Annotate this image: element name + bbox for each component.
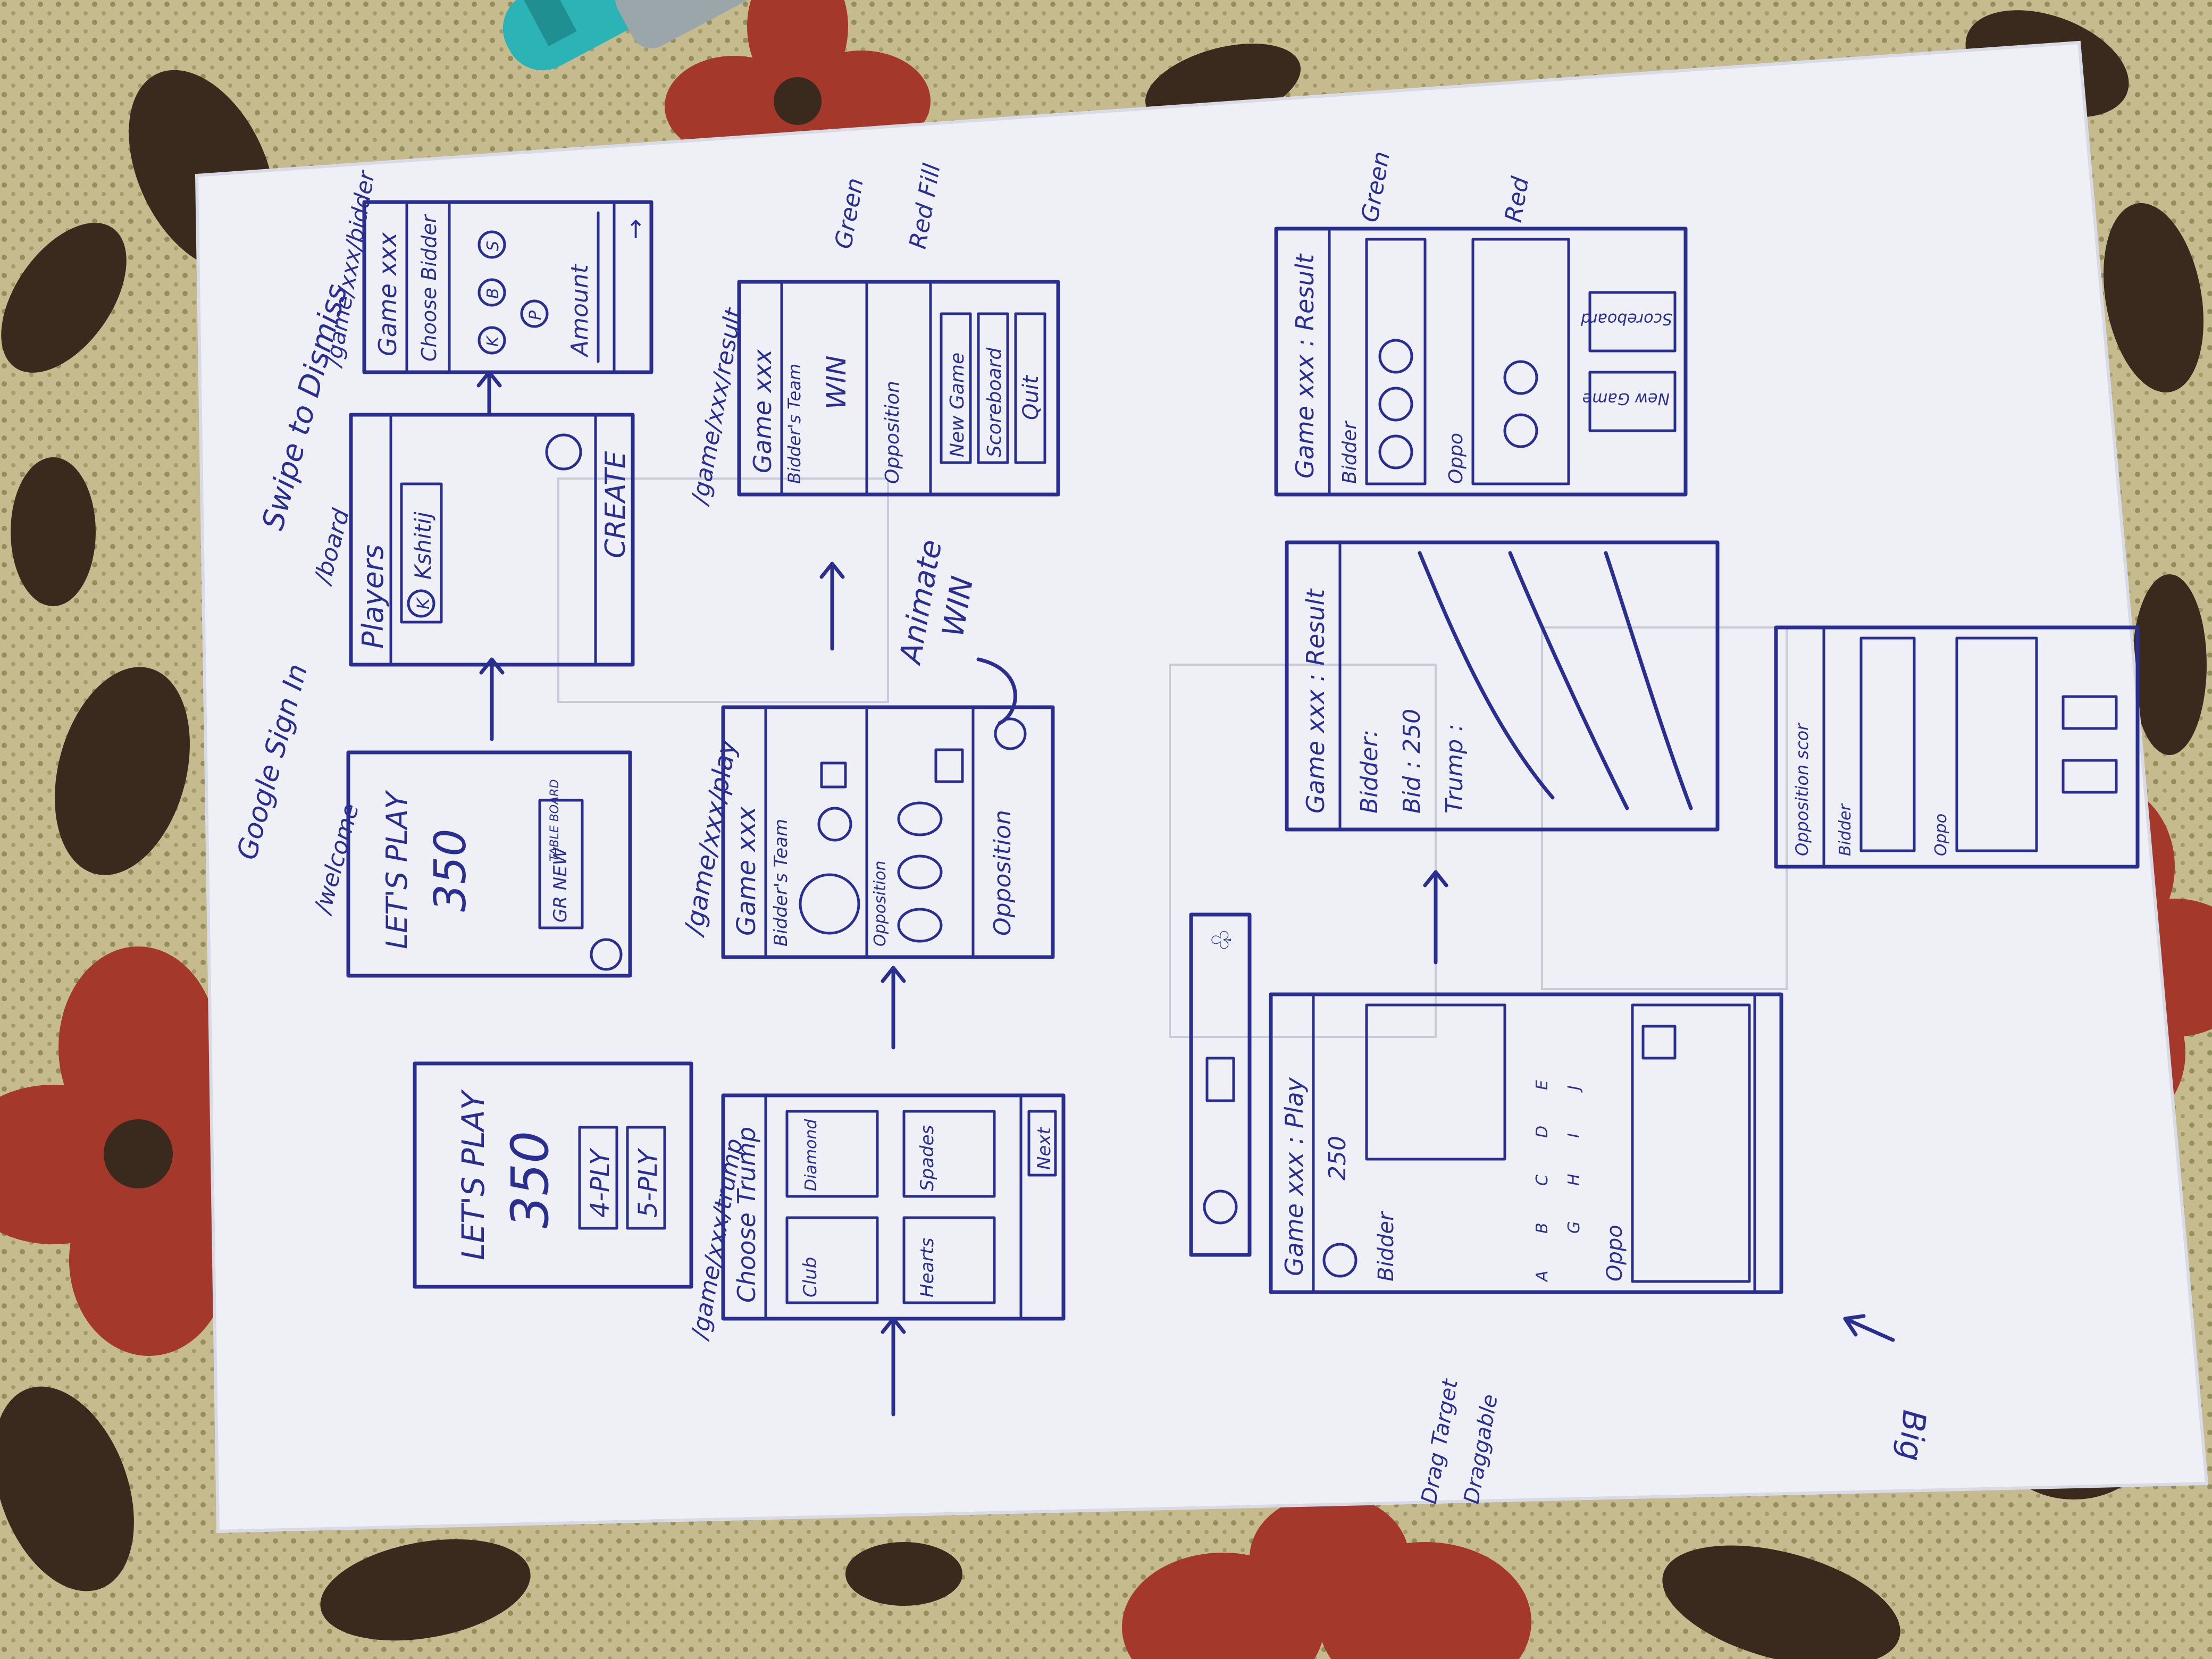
result-opposition: Opposition: [882, 381, 903, 484]
bidder-chip[interactable]: S: [484, 241, 502, 251]
player-chip: K: [413, 597, 433, 609]
result-v2-trump: Trump :: [1441, 724, 1468, 814]
trump-screen-sketch: Choose Trump Club Diamond Hearts Spades …: [721, 1093, 1066, 1321]
small-screen-header: Opposition scor: [1792, 723, 1812, 856]
btn-5ply[interactable]: 5-PLY: [633, 1147, 663, 1218]
big-note: Big: [1891, 1409, 1933, 1463]
result-v3-bidder: Bidder: [1339, 420, 1361, 484]
play-v2-oppo: Oppo: [1603, 1225, 1627, 1281]
result-v3-sketch: Game xxx : Result Bidder Oppo New Game S…: [1274, 227, 1688, 497]
quit-button[interactable]: Quit: [1019, 375, 1043, 420]
result-v2-bidder: Bidder:: [1356, 730, 1383, 814]
bidder-screen-sketch: Game xxx Choose Bidder K B S P Amount →: [362, 200, 653, 374]
amount-label: Amount: [566, 263, 593, 358]
suit-diamond[interactable]: Diamond: [802, 1119, 820, 1191]
result-v2-title: Game xxx : Result: [1301, 588, 1330, 814]
play-v2-title: Game xxx : Play: [1280, 1077, 1309, 1276]
draggable-chip[interactable]: D: [1533, 1126, 1552, 1138]
toolbar-sketch: ♧: [1189, 912, 1252, 1257]
bidders-team-label: Bidder's Team: [770, 819, 792, 946]
next-button[interactable]: Next: [1034, 1127, 1055, 1170]
welcome-title: LET'S PLAY: [455, 1088, 491, 1260]
draggable-chip[interactable]: I: [1565, 1133, 1583, 1138]
big-arrow: [1843, 1314, 1895, 1342]
bidder-chip[interactable]: B: [484, 288, 502, 299]
player-name[interactable]: Kshitij: [410, 512, 436, 580]
result-screen-sketch: Game xxx Bidder's Team WIN Opposition Ne…: [737, 280, 1060, 497]
welcome-score: 350: [500, 1131, 560, 1228]
lets-play-title: LET'S PLAY: [380, 790, 414, 949]
draggable-chip[interactable]: A: [1533, 1270, 1552, 1283]
opposition-footer: Opposition: [989, 810, 1016, 936]
small-screen-sketch: Opposition scor Bidder Oppo: [1774, 625, 2140, 869]
play-title: Game xxx: [732, 806, 761, 936]
btn-4ply[interactable]: 4-PLY: [585, 1147, 615, 1218]
draggable-chip[interactable]: E: [1533, 1080, 1552, 1090]
result-title: Game xxx: [748, 349, 777, 473]
lets-play-screen-sketch: LET'S PLAY 350 GR NEW TABLE BOARD: [346, 750, 632, 978]
paper-sheet: [197, 43, 2207, 1531]
suit-spades[interactable]: Spades: [917, 1125, 938, 1191]
draggable-chip[interactable]: H: [1565, 1174, 1583, 1186]
svg-text:→: →: [621, 219, 649, 239]
draggable-chip[interactable]: G: [1565, 1221, 1583, 1234]
scoreboard-button[interactable]: Scoreboard: [984, 347, 1006, 457]
result-v3-oppo: Oppo: [1445, 433, 1467, 484]
suit-club[interactable]: Club: [800, 1257, 821, 1297]
bidder-subtitle: Choose Bidder: [417, 213, 441, 362]
play-v2-bid: 250: [1324, 1136, 1351, 1180]
bidder-chip[interactable]: P: [526, 310, 545, 320]
result-v3-scoreboard[interactable]: Scoreboard: [1580, 309, 1672, 328]
small-screen-bidder: Bidder: [1836, 803, 1855, 856]
animate-arrow: [976, 657, 1017, 725]
players-header: Players: [356, 544, 390, 649]
marker-pen-icon: [502, 0, 847, 71]
trump-title: Choose Trump: [732, 1127, 761, 1303]
result-v2-sketch: Game xxx : Result Bidder: Bid : 250 Trum…: [1285, 540, 1720, 832]
result-v3-title: Game xxx : Result: [1291, 253, 1319, 479]
new-game-button[interactable]: New Game: [946, 353, 968, 457]
result-win: WIN: [821, 355, 852, 409]
red-flower: [1122, 1494, 1531, 1659]
bidder-title: Game xxx: [373, 232, 402, 356]
result-v2-bid: Bid : 250: [1398, 709, 1426, 814]
play-v2-sketch: Game xxx : Play 250 Bidder A B C D E G H…: [1269, 992, 1783, 1294]
svg-text:♧: ♧: [1206, 928, 1237, 952]
welcome-screen-sketch: LET'S PLAY 350 4-PLY 5-PLY: [413, 1061, 693, 1289]
result-v3-new-game[interactable]: New Game: [1582, 389, 1670, 408]
result-bidders-team: Bidder's Team: [784, 364, 805, 484]
opposition-label: Opposition: [871, 861, 890, 946]
create-button[interactable]: CREATE: [600, 451, 632, 558]
bleed-through: [557, 477, 1788, 1038]
bidder-chip[interactable]: K: [484, 335, 502, 347]
suit-hearts[interactable]: Hearts: [917, 1238, 938, 1297]
draggable-chip[interactable]: B: [1533, 1222, 1552, 1234]
small-screen-oppo: Oppo: [1932, 814, 1950, 856]
btn-new-game[interactable]: GR NEW: [550, 847, 571, 923]
lets-play-score: 350: [425, 828, 476, 912]
draggable-chip[interactable]: C: [1533, 1175, 1552, 1186]
play-v2-bidder: Bidder: [1374, 1211, 1398, 1281]
play-screen-sketch: Game xxx Bidder's Team Opposition Opposi…: [721, 705, 1055, 959]
btn-table-board[interactable]: TABLE BOARD: [548, 780, 562, 861]
